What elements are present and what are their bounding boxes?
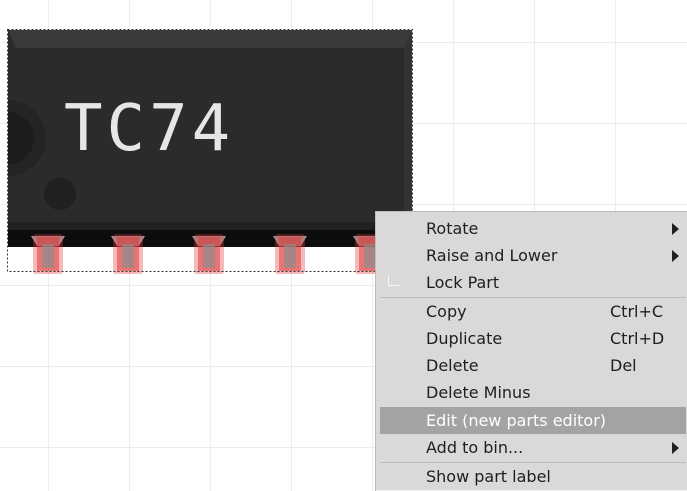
menu-item-label: Delete Minus bbox=[426, 383, 531, 402]
pin-3[interactable] bbox=[192, 234, 226, 274]
pin-4[interactable] bbox=[273, 234, 307, 274]
pin-1[interactable] bbox=[31, 234, 65, 274]
menu-item-delete[interactable]: Delete Del bbox=[380, 352, 686, 379]
menu-separator bbox=[380, 297, 686, 298]
menu-separator bbox=[380, 462, 686, 463]
submenu-arrow-icon bbox=[672, 223, 679, 235]
checkbox-icon[interactable] bbox=[388, 275, 399, 286]
pins bbox=[31, 234, 387, 274]
part-label: TC74 bbox=[64, 92, 234, 166]
menu-item-lock-part[interactable]: Lock Part bbox=[380, 269, 686, 296]
menu-item-raise-and-lower[interactable]: Raise and Lower bbox=[380, 242, 686, 269]
context-menu: Rotate Raise and Lower Lock Part Copy Ct… bbox=[375, 211, 687, 491]
menu-item-label: Show part label bbox=[426, 467, 551, 486]
menu-item-duplicate[interactable]: Duplicate Ctrl+D bbox=[380, 325, 686, 352]
pin1-notch-icon bbox=[8, 100, 46, 176]
menu-item-shortcut: Del bbox=[610, 356, 637, 375]
submenu-arrow-icon bbox=[672, 442, 679, 454]
menu-item-label: Rotate bbox=[426, 219, 479, 238]
menu-item-show-part-label[interactable]: Show part label bbox=[380, 463, 686, 490]
submenu-arrow-icon bbox=[672, 250, 679, 262]
menu-item-label: Delete bbox=[426, 356, 479, 375]
chip-body[interactable] bbox=[0, 30, 412, 230]
menu-item-delete-minus[interactable]: Delete Minus bbox=[380, 379, 686, 406]
selection-outline bbox=[7, 29, 413, 272]
pin1-dot-icon bbox=[44, 178, 76, 210]
menu-item-label: Edit (new parts editor) bbox=[426, 411, 607, 430]
menu-item-rotate[interactable]: Rotate bbox=[380, 215, 686, 242]
pin-2[interactable] bbox=[111, 234, 145, 274]
menu-item-copy[interactable]: Copy Ctrl+C bbox=[380, 298, 686, 325]
menu-item-label: Add to bin... bbox=[426, 438, 524, 457]
menu-item-label: Copy bbox=[426, 302, 467, 321]
menu-item-add-to-bin[interactable]: Add to bin... bbox=[380, 434, 686, 461]
menu-item-shortcut: Ctrl+D bbox=[610, 329, 665, 348]
menu-item-shortcut: Ctrl+C bbox=[610, 302, 664, 321]
menu-item-label: Raise and Lower bbox=[426, 246, 558, 265]
menu-item-label: Duplicate bbox=[426, 329, 503, 348]
menu-item-label: Lock Part bbox=[426, 273, 500, 292]
menu-item-edit-parts-editor[interactable]: Edit (new parts editor) bbox=[380, 407, 686, 434]
